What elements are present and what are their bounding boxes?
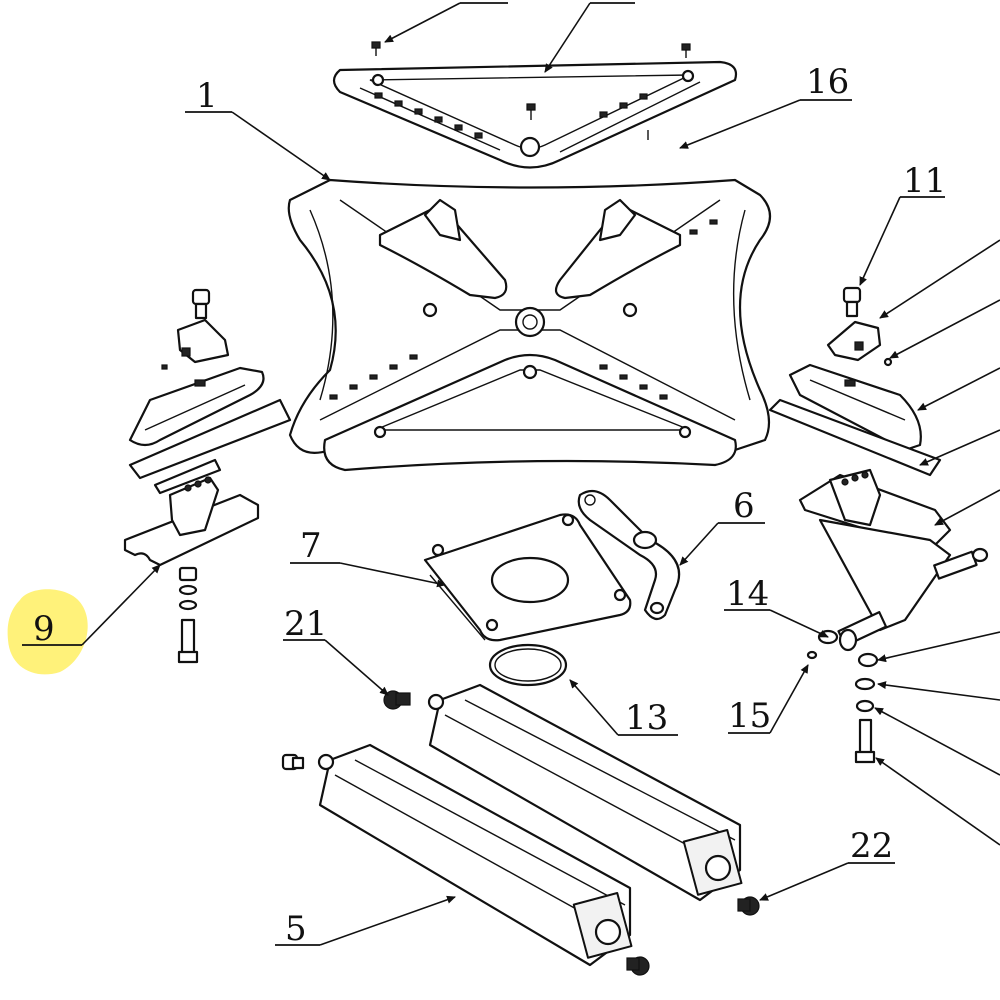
- right-clamp-assembly: [768, 286, 989, 764]
- label-15: 15: [728, 696, 771, 736]
- label-14: 14: [726, 574, 769, 614]
- retaining-ring: [488, 643, 568, 687]
- label-13: 13: [625, 698, 668, 738]
- highlight-marker: [7, 589, 88, 675]
- left-clamp-assembly: [123, 288, 292, 664]
- crank-handle: [577, 489, 681, 621]
- cylinder-back: [427, 683, 743, 902]
- label-22: 22: [850, 826, 893, 866]
- label-6: 6: [733, 486, 755, 526]
- cap-screws: [281, 690, 760, 976]
- top-screws: [371, 41, 691, 140]
- label-7: 7: [300, 526, 322, 566]
- retaining-ring-inner: [494, 648, 562, 682]
- top-triangle-bracket: [332, 60, 738, 169]
- label-1: 1: [196, 76, 218, 116]
- label-11: 11: [903, 161, 946, 201]
- main-cross-frame: [287, 178, 772, 472]
- label-9: 9: [33, 609, 55, 649]
- cylinder-front: [317, 743, 633, 967]
- label-16: 16: [806, 62, 849, 102]
- mounting-plate: [423, 513, 632, 642]
- label-21: 21: [284, 604, 327, 644]
- leader-lines: [22, 2, 1000, 946]
- label-5: 5: [285, 909, 307, 949]
